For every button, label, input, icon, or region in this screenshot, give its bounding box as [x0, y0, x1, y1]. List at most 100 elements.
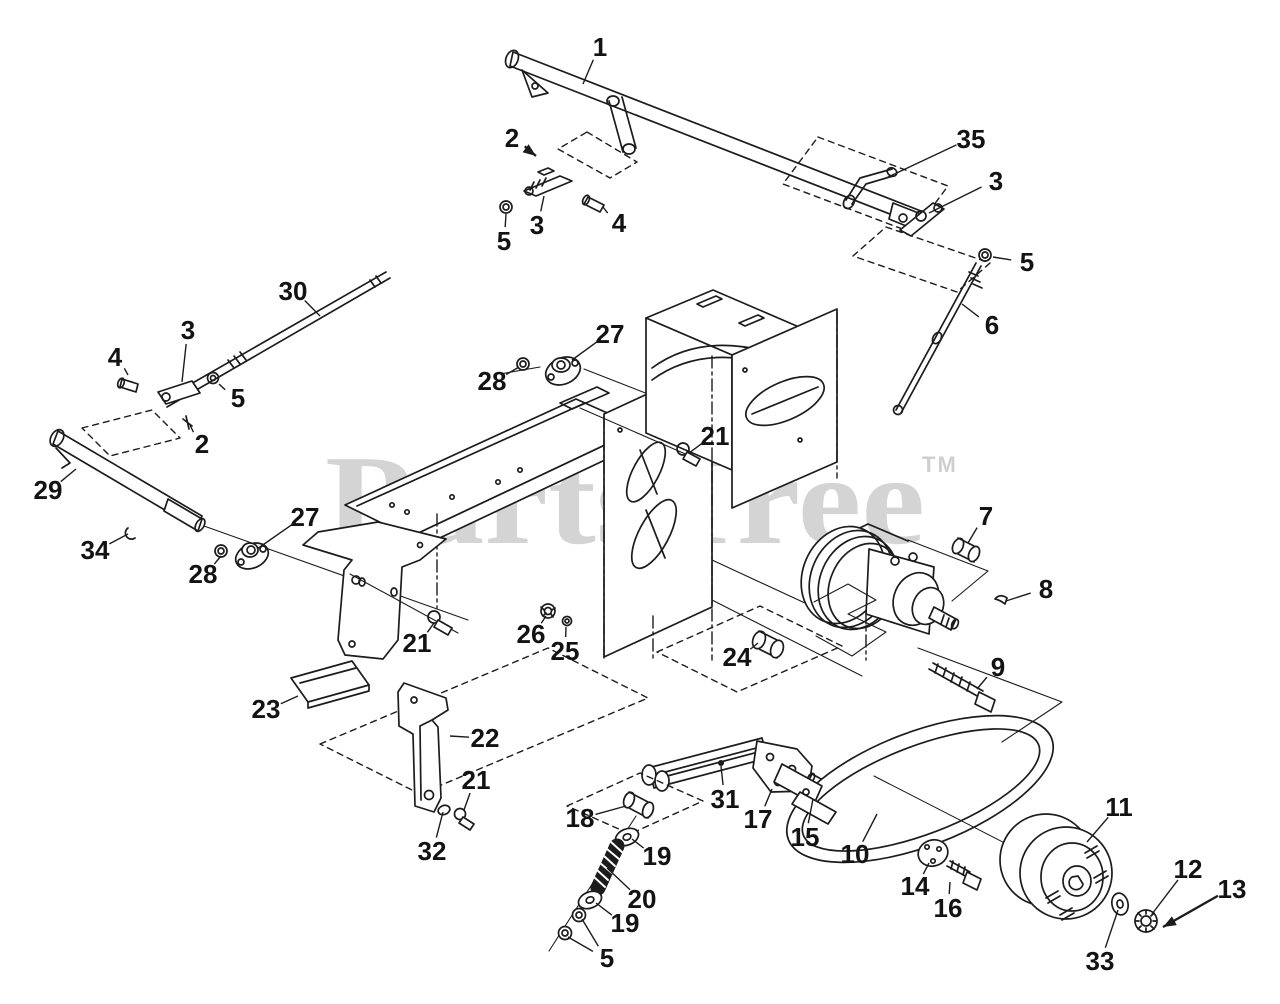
leader-line	[922, 862, 930, 875]
leader-line	[581, 918, 599, 947]
callout-label: 15	[791, 822, 820, 852]
leader-line	[883, 144, 957, 180]
leader-line	[582, 59, 594, 85]
upper-bearing-group	[499, 356, 649, 395]
callout-label: 4	[108, 342, 123, 372]
callout-label: 19	[611, 908, 640, 938]
callout-label: 21	[403, 628, 432, 658]
lever-weldment	[302, 521, 459, 660]
callout-label: 10	[841, 839, 870, 869]
callout-label: 26	[517, 619, 546, 649]
callout-label: 32	[418, 836, 447, 866]
nut-26-25	[540, 603, 573, 627]
callout-label: 9	[991, 652, 1005, 682]
callout-label: 3	[181, 315, 195, 345]
callout-label: 5	[1020, 247, 1034, 277]
leader-line	[688, 443, 703, 454]
leader-line	[948, 881, 951, 895]
top-clevis-group	[499, 131, 638, 214]
leader-line	[505, 366, 520, 376]
leader-line	[218, 383, 226, 391]
leader-line	[540, 615, 547, 624]
callout-label: 31	[711, 784, 740, 814]
leader-line	[862, 813, 878, 843]
leader-arrowhead	[1163, 916, 1177, 927]
callout-label: 8	[1039, 574, 1053, 604]
callout-label: 13	[1218, 874, 1247, 904]
callout-label: 27	[596, 319, 625, 349]
callout-label: 24	[723, 642, 752, 672]
watermark-tm: TM	[922, 452, 958, 477]
diagram-line-art	[49, 49, 1158, 952]
transmission-group	[656, 523, 1063, 743]
drum-group	[917, 813, 1158, 933]
callout-label: 3	[530, 210, 544, 240]
callout-label: 25	[551, 636, 580, 666]
callout-label: 3	[989, 166, 1003, 196]
leader-line	[571, 341, 598, 361]
callout-label: 29	[34, 475, 63, 505]
callout-label: 27	[291, 502, 320, 532]
callout-label: 21	[701, 421, 730, 451]
leader-line	[1104, 909, 1119, 949]
leader-line	[764, 788, 773, 807]
leader-line	[435, 811, 444, 838]
leader-line	[426, 622, 435, 633]
callout-label: 23	[252, 694, 281, 724]
callout-label: 35	[957, 124, 986, 154]
rod-29-group	[49, 409, 469, 621]
leader-line	[189, 424, 195, 433]
leader-line	[631, 838, 645, 849]
leader-line	[504, 213, 507, 228]
leader-line	[256, 524, 293, 550]
leader-arrowhead	[522, 144, 536, 156]
leader-line	[280, 695, 299, 705]
leader-line	[123, 368, 129, 376]
leader-line	[304, 300, 321, 317]
callout-label: 19	[643, 841, 672, 871]
callout-label: 20	[628, 884, 657, 914]
callout-label: 5	[497, 226, 511, 256]
callout-label: 17	[744, 804, 773, 834]
frame	[344, 289, 867, 677]
leader-line	[976, 676, 988, 690]
rod-30-group	[116, 271, 391, 430]
callout-label: 34	[81, 535, 110, 565]
callout-label: 21	[462, 765, 491, 795]
callout-label: 11	[1105, 792, 1133, 822]
leader-line	[595, 805, 627, 816]
leader-line	[967, 527, 978, 544]
leader-line	[720, 765, 724, 786]
leader-line	[749, 642, 759, 650]
callout-label: 2	[505, 123, 519, 153]
right-linkage-group	[782, 136, 992, 416]
callout-label: 1	[593, 32, 607, 62]
leader-line	[567, 936, 594, 952]
pedal-group	[290, 647, 649, 831]
callout-label: 16	[934, 893, 963, 923]
leader-line	[463, 792, 471, 811]
leader-line	[807, 798, 814, 824]
callout-label: 28	[189, 559, 218, 589]
leader-line	[1086, 816, 1109, 843]
leader-line	[595, 902, 613, 916]
leader-line	[992, 256, 1012, 261]
callout-label: 2	[195, 429, 209, 459]
leader-line	[961, 303, 980, 318]
upper-rod-assembly	[504, 49, 922, 231]
callout-label: 30	[279, 276, 308, 306]
brake-band	[773, 714, 1055, 864]
callout-label: 7	[979, 501, 993, 531]
leader-line	[540, 195, 545, 212]
leader-line	[606, 867, 631, 891]
callout-label: 28	[478, 366, 507, 396]
callout-label: 14	[901, 871, 930, 901]
spring-stack	[548, 772, 704, 952]
leader-line	[109, 533, 129, 545]
callout-label: 18	[566, 803, 595, 833]
callout-label: 4	[612, 208, 627, 238]
leader-line	[60, 468, 77, 483]
